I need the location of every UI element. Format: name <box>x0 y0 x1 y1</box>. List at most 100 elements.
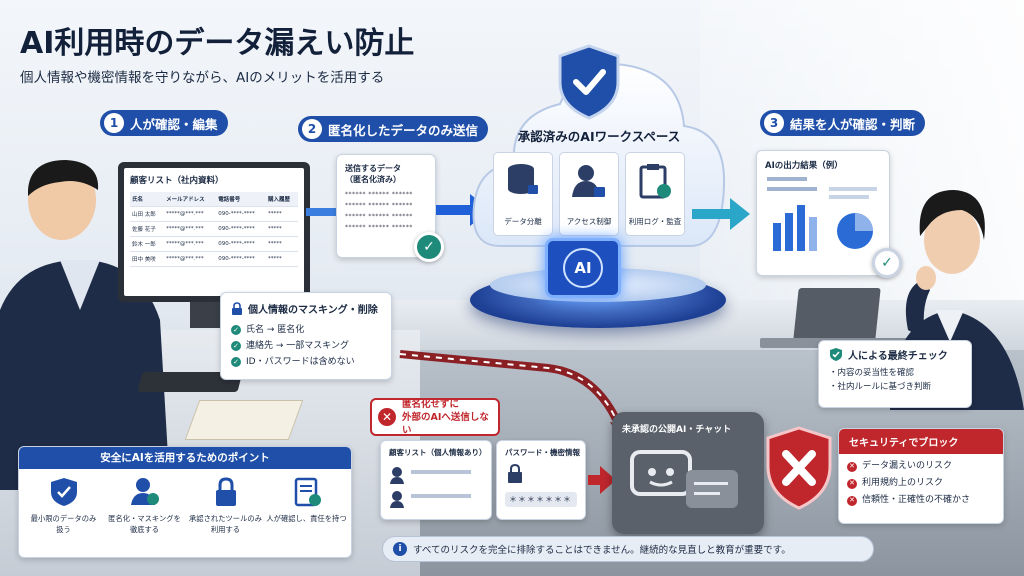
table-row: 山田 太郎 *****@***.*** 090-****-**** ***** <box>130 206 298 222</box>
table-cell: 090-****-**** <box>216 221 266 237</box>
table-cell: *****@***.*** <box>164 251 217 267</box>
points-title: 安全にAIを活用するためのポイント <box>19 447 351 469</box>
step-label: 結果を人が確認・判断 <box>790 116 916 132</box>
info-icon: i <box>393 542 407 556</box>
check-icon: ✓ <box>231 341 241 351</box>
check-icon: ✓ <box>231 357 241 367</box>
step-label: 匿名化したデータのみ送信 <box>328 122 479 138</box>
password-doc: パスワード・機密情報 ＊＊＊＊＊＊＊ <box>496 440 586 520</box>
doc-title: パスワード・機密情報 <box>505 448 580 457</box>
point-label: 扱う <box>56 525 71 534</box>
lock-icon <box>215 477 236 506</box>
check-icon: ✓ <box>414 232 444 262</box>
feature-label: 利用ログ・監査 <box>628 217 682 226</box>
masking-item-label: 氏名 → 匿名化 <box>246 325 305 335</box>
masking-item: ✓ 連絡先 → 一部マスキング <box>231 338 381 354</box>
masking-header: 個人情報のマスキング・削除 <box>231 301 381 316</box>
point-label: 匿名化・マスキングを <box>108 514 181 523</box>
point-item: 匿名化・マスキングを 徹底する <box>104 477 185 535</box>
risk-label: データ漏えいのリスク <box>862 461 953 471</box>
final-check-card: 人による最終チェック ・内容の妥当性を確認 ・社内ルールに基づき判断 <box>818 340 972 408</box>
feature-audit-log: 利用ログ・監査 <box>625 152 685 236</box>
block-title: セキュリティでブロック <box>839 429 1003 454</box>
user-list-icon <box>390 467 471 508</box>
masked-row: ****** ****** ****** <box>345 191 413 198</box>
result-chart-icon <box>767 177 877 251</box>
table-cell: *****@***.*** <box>164 206 217 222</box>
table-cell: 鈴木 一郎 <box>130 236 165 252</box>
warning-line: 外部のAIへ送信しない <box>402 411 489 436</box>
table-cell: 090-****-**** <box>216 236 266 252</box>
masking-item-label: ID・パスワードは含めない <box>246 357 355 367</box>
masked-row: ****** ****** ****** <box>345 224 413 231</box>
shield-check-icon <box>558 44 620 120</box>
send-card-subtitle: （匿名化済み） <box>345 175 401 184</box>
table-cell: 090-****-**** <box>216 251 266 267</box>
feature-access-control: アクセス制御 <box>559 152 619 236</box>
masking-card: 個人情報のマスキング・削除 ✓氏名 → 匿名化 ✓連絡先 → 一部マスキング ✓… <box>220 292 392 380</box>
notice-text: すべてのリスクを完全に排除することはできません。継続的な見直しと教育が重要です。 <box>413 545 791 556</box>
monitor-screen: 顧客リスト（社内資料） 氏名 メールアドレス 電話番号 購入履歴 山田 太郎 *… <box>124 168 304 296</box>
security-block-card: セキュリティでブロック ✕データ漏えいのリスク ✕利用規約上のリスク ✕信頼性・… <box>838 428 1004 524</box>
table-cell: *****@***.*** <box>164 236 217 252</box>
arrow-right-icon <box>306 208 340 216</box>
table-cell: ***** <box>266 206 298 222</box>
table-cell: *****@***.*** <box>164 221 217 237</box>
check-icon: ✓ <box>872 248 902 278</box>
risk-item: ✕データ漏えいのリスク <box>839 458 1003 475</box>
ai-result-card: AIの出力結果（例） <box>756 150 890 276</box>
final-check-header: 人による最終チェック <box>829 347 961 362</box>
arrow-right-icon <box>692 198 750 230</box>
feature-label: アクセス制御 <box>566 217 612 226</box>
step-2-pill: 2 匿名化したデータのみ送信 <box>298 116 489 142</box>
monitor: 顧客リスト（社内資料） 氏名 メールアドレス 電話番号 購入履歴 山田 太郎 *… <box>118 162 310 302</box>
x-icon: ✕ <box>847 495 857 506</box>
table-cell: 090-****-**** <box>216 206 266 222</box>
risk-item: ✕利用規約上のリスク <box>839 475 1003 492</box>
feature-data-separation: データ分離 <box>493 152 553 236</box>
table-row: 鈴木 一郎 *****@***.*** 090-****-**** ***** <box>130 236 298 252</box>
risk-item: ✕信頼性・正確性の不確かさ <box>839 492 1003 509</box>
unapproved-ai-chat: 未承認の公開AI・チャット <box>612 412 764 534</box>
ai-chip-icon: AI <box>545 238 621 298</box>
step-3-pill: 3 結果を人が確認・判断 <box>760 110 926 136</box>
customer-table: 氏名 メールアドレス 電話番号 購入履歴 山田 太郎 *****@***.***… <box>130 192 298 267</box>
masking-item: ✓氏名 → 匿名化 <box>231 322 381 338</box>
unapproved-title: 未承認の公開AI・チャット <box>622 425 732 435</box>
point-label: 承認されたツールのみ <box>189 514 262 523</box>
step-1-pill: 1 人が確認・編集 <box>100 110 228 136</box>
table-cell: 佐藤 花子 <box>130 221 165 237</box>
points-row: 最小限のデータのみ 扱う 匿名化・マスキングを 徹底する 承認されたツールのみ … <box>19 469 351 535</box>
chat-bubble-icon <box>630 450 738 508</box>
document-check-icon <box>294 477 321 507</box>
step-number: 2 <box>302 119 322 139</box>
point-item: 承認されたツールのみ 利用する <box>185 477 266 535</box>
database-icon <box>508 164 538 194</box>
point-item: 人が確認し、責任を持つ <box>266 477 347 535</box>
lock-icon <box>232 302 242 315</box>
table-header: 購入履歴 <box>266 192 298 207</box>
user-check-icon <box>130 478 159 505</box>
ai-chip-label: AI <box>563 248 603 288</box>
masking-item: ✓ ID・パスワードは含めない <box>231 354 381 370</box>
ai-result-title: AIの出力結果（例） <box>765 161 843 171</box>
step-number: 3 <box>764 113 784 133</box>
masking-item-label: 連絡先 → 一部マスキング <box>246 341 349 351</box>
monitor-title: 顧客リスト（社内資料） <box>130 176 224 186</box>
shield-check-icon <box>830 348 842 361</box>
warning-line: 匿名化せずに <box>402 398 460 410</box>
shield-check-icon <box>50 478 77 506</box>
x-icon: ✕ <box>847 478 857 489</box>
points-card: 安全にAIを活用するためのポイント 最小限のデータのみ 扱う 匿名化・マスキング… <box>18 446 352 558</box>
doc-title: 顧客リスト（個人情報あり） <box>389 448 487 457</box>
point-label: 利用する <box>210 525 241 534</box>
password-mask: ＊＊＊＊＊＊＊ <box>505 492 577 507</box>
point-label: 人が確認し、責任を持つ <box>266 514 347 523</box>
final-check-title: 人による最終チェック <box>848 351 948 362</box>
arrow-right-icon <box>588 466 616 494</box>
step-number: 1 <box>104 113 124 133</box>
table-cell: 田中 美咲 <box>130 251 165 267</box>
lock-icon <box>508 463 522 483</box>
final-check-item: ・社内ルールに基づき判断 <box>829 382 932 392</box>
shield-x-icon <box>766 426 832 510</box>
